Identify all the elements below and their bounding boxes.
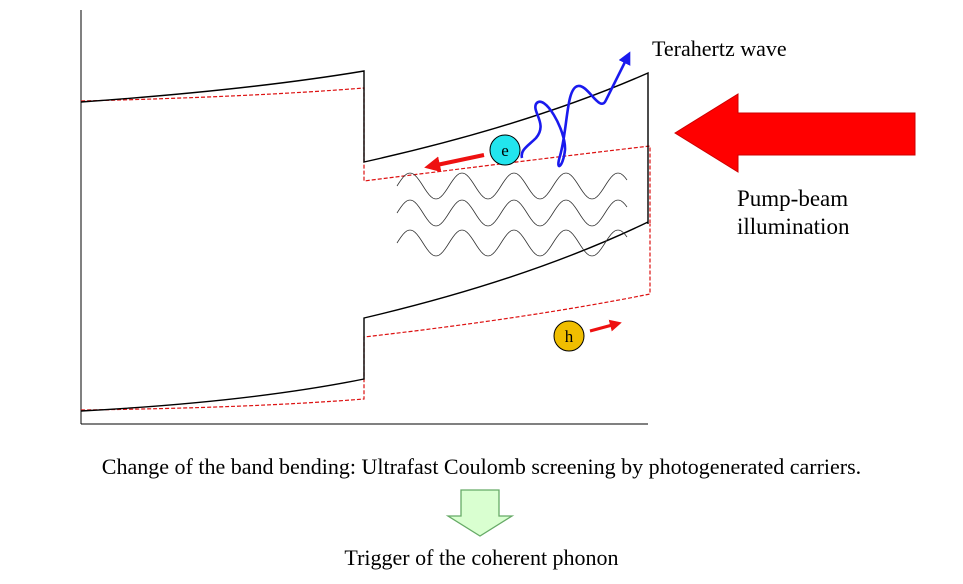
- pump-beam-arrow-icon: [674, 93, 916, 173]
- terahertz-wave-label: Terahertz wave: [652, 36, 787, 61]
- terahertz-wave: [520, 51, 631, 168]
- conduction-band-dashed: [80, 87, 651, 224]
- pump-beam-label-line1: Pump-beam: [737, 186, 849, 211]
- valence-band-solid: [80, 221, 649, 412]
- conduction-band-solid: [80, 70, 649, 224]
- trigger-label: Trigger of the coherent phonon: [344, 545, 619, 570]
- electron-drift-arrow: [424, 153, 485, 173]
- hole-circle: [553, 320, 585, 352]
- electron-circle: [489, 134, 521, 166]
- hole-label: h: [565, 327, 574, 346]
- pump-beam-label-line2: illumination: [737, 214, 850, 239]
- hole-drift-arrow: [589, 319, 622, 333]
- electron-label: e: [501, 141, 509, 160]
- caption: Change of the band bending: Ultrafast Co…: [101, 454, 862, 479]
- phonon-oscillations: [396, 172, 628, 257]
- down-arrow-icon: [445, 489, 515, 537]
